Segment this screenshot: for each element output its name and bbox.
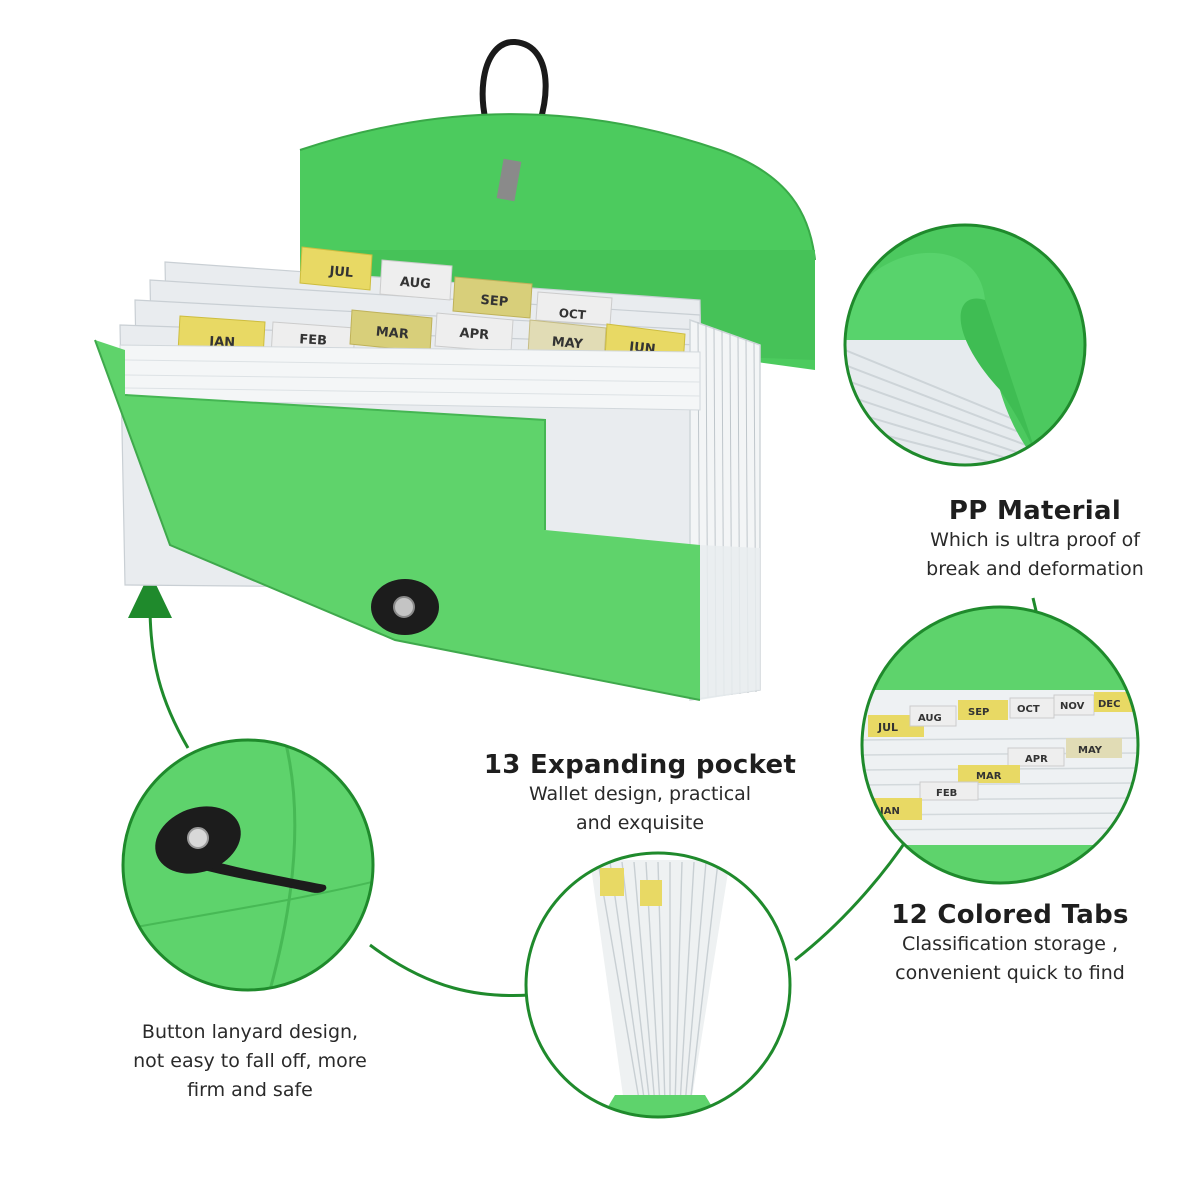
colored-tabs-line1: Classification storage , bbox=[901, 933, 1118, 955]
svg-text:APR: APR bbox=[1025, 754, 1048, 765]
pp-material-block: PP Material Which is ultra proof of brea… bbox=[880, 496, 1190, 584]
svg-text:DEC: DEC bbox=[1098, 699, 1120, 710]
svg-text:APR: APR bbox=[459, 326, 490, 344]
expanding-pocket-line1: Wallet design, practical bbox=[528, 783, 752, 805]
svg-text:MAR: MAR bbox=[375, 325, 409, 343]
tab-sep: SEP bbox=[452, 276, 533, 319]
pp-material-closeup bbox=[843, 223, 1087, 467]
expanding-pocket-title: 13 Expanding pocket bbox=[483, 750, 797, 780]
tab-jul-label: JUL bbox=[328, 264, 354, 281]
button-lanyard-line1: Button lanyard design, bbox=[141, 1021, 359, 1043]
button-closeup bbox=[121, 738, 375, 992]
pp-material-title: PP Material bbox=[948, 496, 1122, 526]
main-folder: JUL AUG SEP OCT JAN FEB MAR APR bbox=[94, 38, 816, 701]
svg-text:SEP: SEP bbox=[968, 707, 989, 718]
svg-text:SEP: SEP bbox=[480, 293, 509, 310]
tab-mar: MAR bbox=[349, 309, 433, 353]
arrow-up-icon bbox=[128, 572, 172, 618]
expanding-pocket-line2: and exquisite bbox=[575, 812, 705, 834]
button-lanyard-line2: not easy to fall off, more bbox=[133, 1050, 367, 1072]
svg-text:OCT: OCT bbox=[558, 306, 587, 322]
tab-oct: OCT bbox=[535, 291, 613, 326]
svg-text:OCT: OCT bbox=[1017, 704, 1040, 715]
tab-apr: APR bbox=[434, 312, 514, 353]
svg-text:AUG: AUG bbox=[399, 275, 431, 293]
svg-text:NOV: NOV bbox=[1060, 701, 1085, 712]
colored-tabs-block: 12 Colored Tabs Classification storage ,… bbox=[860, 900, 1160, 988]
svg-text:JUL: JUL bbox=[877, 721, 898, 734]
svg-text:MAR: MAR bbox=[976, 771, 1002, 782]
tabs-closeup: JUL AUG SEP OCT NOV DEC MAY APR MAR FEB … bbox=[860, 605, 1140, 885]
colored-tabs-line2: convenient quick to find bbox=[895, 962, 1125, 984]
colored-tabs-title: 12 Colored Tabs bbox=[891, 900, 1129, 930]
button-lanyard-block: Button lanyard design, not easy to fall … bbox=[100, 1018, 400, 1105]
pp-material-line2: break and deformation bbox=[926, 558, 1144, 580]
tab-aug: AUG bbox=[379, 259, 453, 301]
pp-material-line1: Which is ultra proof of bbox=[930, 529, 1140, 551]
connector-lines bbox=[148, 597, 1039, 998]
svg-text:JAN: JAN bbox=[879, 806, 900, 817]
svg-text:FEB: FEB bbox=[299, 332, 327, 348]
expanding-pocket-block: 13 Expanding pocket Wallet design, pract… bbox=[470, 750, 810, 838]
tab-jul: JUL bbox=[299, 246, 373, 291]
svg-text:AUG: AUG bbox=[918, 713, 942, 724]
svg-text:FEB: FEB bbox=[936, 788, 957, 799]
svg-text:MAY: MAY bbox=[551, 335, 584, 353]
expanding-pocket-closeup bbox=[524, 851, 792, 1119]
svg-text:MAY: MAY bbox=[1078, 745, 1103, 756]
button-lanyard-line3: firm and safe bbox=[187, 1079, 313, 1101]
